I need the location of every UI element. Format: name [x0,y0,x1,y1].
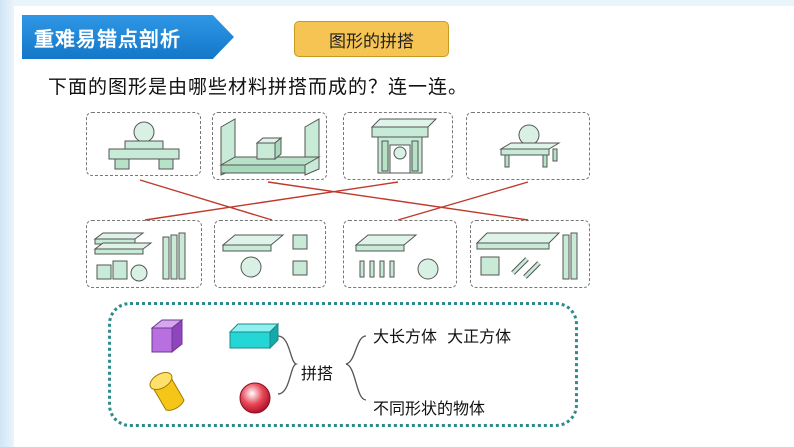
section-title: 重难易错点剖析 [34,26,181,51]
match-line-4 [397,181,529,221]
cyan-cuboid-icon [228,322,280,350]
materials-box-4[interactable] [470,220,590,288]
figure-box-3[interactable] [343,112,453,180]
brace-top [345,335,367,365]
figure-2-drawing [219,118,321,176]
question-text: 下面的图形是由哪些材料拼搭而成的？连一连。 [48,76,469,98]
option-large-blocks: 大长方体 大正方体 [373,327,512,346]
summary-drawing [149,318,367,414]
figure-4-drawing [499,124,561,168]
topic-label: 图形的拼搭 [294,21,449,57]
figure-box-4[interactable] [466,112,590,180]
option-various-shapes: 不同形状的物体 [373,399,486,418]
figure-3-drawing [370,118,438,174]
red-sphere-icon [239,382,271,414]
assemble-label: 拼搭 [301,364,334,383]
top-decor-band [14,0,794,6]
materials-3-drawing [354,234,439,280]
materials-box-3[interactable] [343,220,457,288]
materials-box-2[interactable] [214,220,326,288]
figure-1-drawing [108,121,180,170]
section-title-banner: 重难易错点剖析 [22,15,234,59]
materials-4-drawing [475,232,578,280]
yellow-cylinder-icon [149,371,185,411]
purple-cube-icon [150,318,184,354]
match-line-3 [144,181,399,221]
left-brace [277,335,299,395]
match-line-1 [139,179,273,221]
match-line-2 [267,181,529,221]
left-decor-bar [0,0,14,447]
summary-box: 拼搭 大长方体 大正方体 不同形状的物体 [108,302,578,427]
figure-box-1[interactable] [86,112,201,176]
figure-box-2[interactable] [212,112,327,180]
brace-bottom [345,363,367,401]
topic-text: 图形的拼搭 [329,31,414,52]
materials-1-drawing [93,232,186,282]
materials-box-1[interactable] [86,220,202,288]
materials-2-drawing [221,234,308,278]
